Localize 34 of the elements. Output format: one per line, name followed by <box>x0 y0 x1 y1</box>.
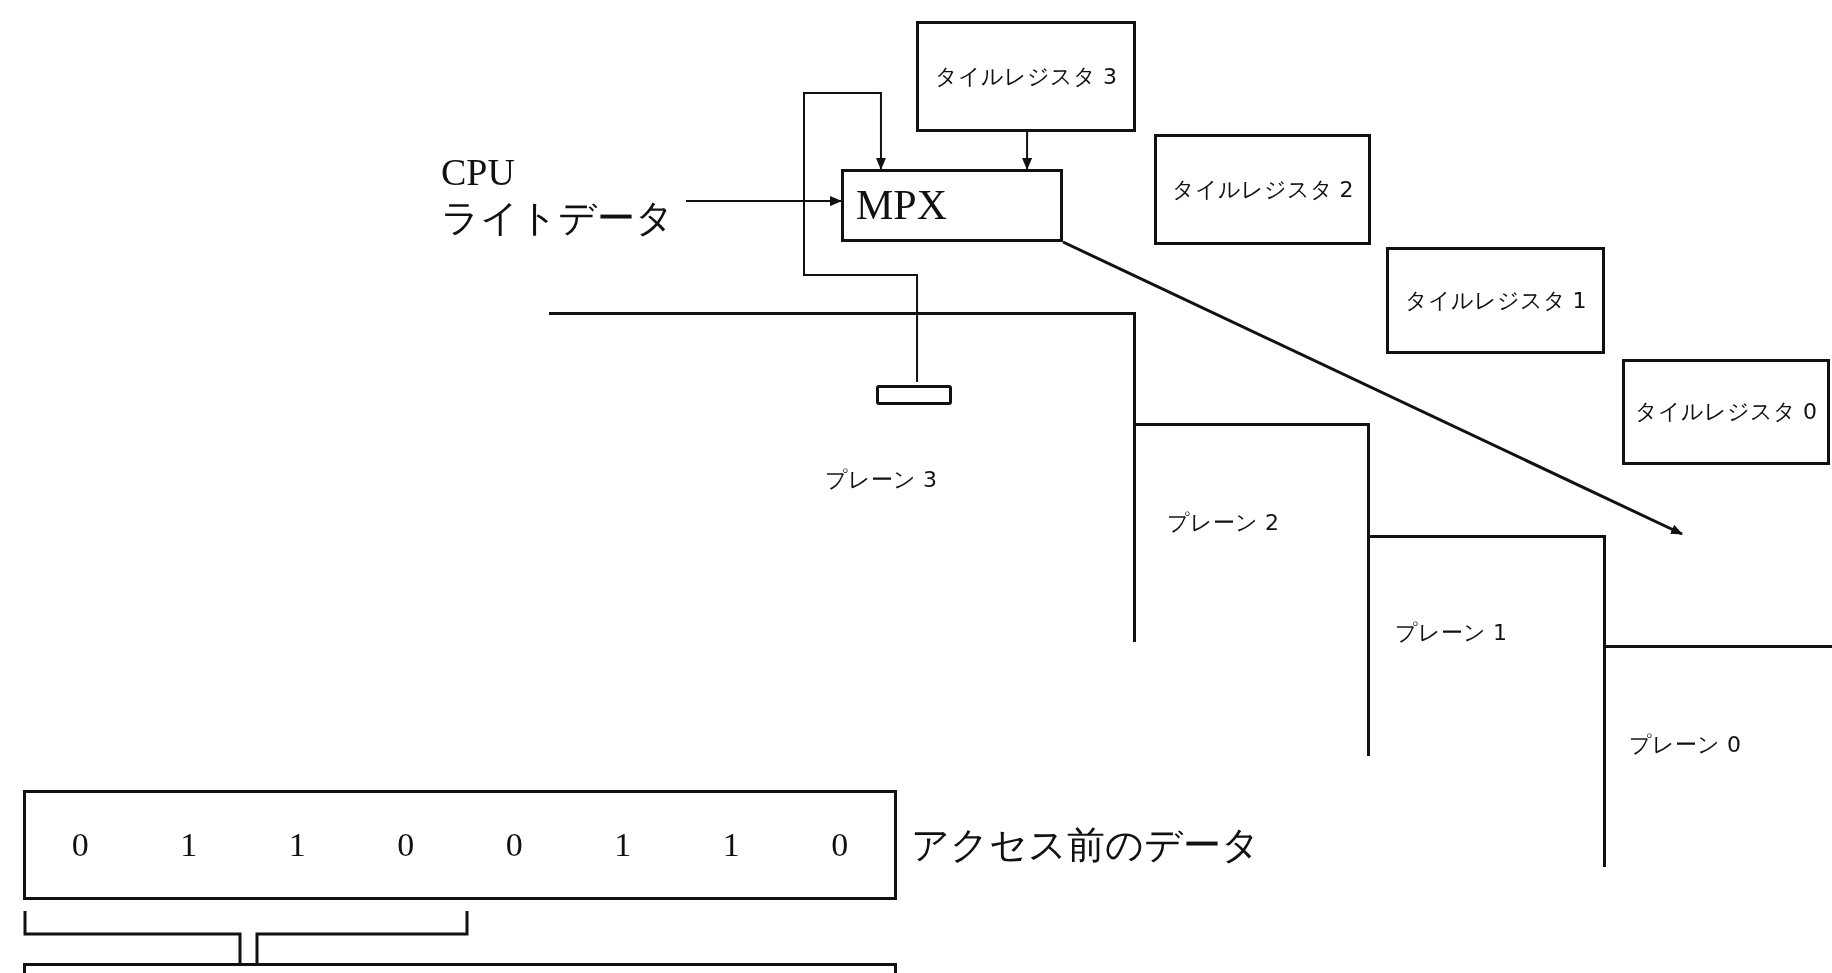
multiplexer-label: MPX <box>855 181 948 231</box>
bit-value: 0 <box>831 826 849 864</box>
register-box <box>916 21 1136 132</box>
arrow <box>1022 131 1033 170</box>
bit-value: 1 <box>288 826 306 864</box>
plane-outline <box>1367 535 1606 867</box>
plane-label: プレーン 0 <box>1629 731 1741 759</box>
plane-label: プレーン 2 <box>1167 509 1279 537</box>
plane-label: プレーン 1 <box>1395 619 1507 647</box>
arrow <box>1062 240 1683 536</box>
bit-value: 1 <box>180 826 198 864</box>
plane-outline <box>549 312 1136 642</box>
bit-value: 1 <box>614 826 632 864</box>
data-register <box>23 790 897 900</box>
slot-bar <box>876 385 952 405</box>
plane-outline <box>1133 423 1370 756</box>
register-label: タイルレジスタ 1 <box>1403 286 1588 315</box>
register-label: タイルレジスタ 0 <box>1634 398 1818 427</box>
register-box <box>1386 247 1605 354</box>
arrow <box>803 92 919 383</box>
register-label: タイルレジスタ 2 <box>1170 175 1355 204</box>
bit-value: 0 <box>71 826 89 864</box>
bit-value: 1 <box>722 826 740 864</box>
bit-value: 0 <box>397 826 415 864</box>
signal-label: CPU ライトデータ <box>441 150 675 241</box>
plane-label: プレーン 3 <box>825 466 937 494</box>
caption-label: アクセス前のデータ <box>911 822 1260 869</box>
arrow <box>685 196 842 207</box>
register-box <box>1622 359 1830 465</box>
register-label: タイルレジスタ 3 <box>934 62 1118 91</box>
bit-value: 0 <box>505 826 523 864</box>
register-box <box>1154 134 1371 245</box>
register-box <box>23 963 897 973</box>
multiplexer-box <box>841 169 1063 242</box>
